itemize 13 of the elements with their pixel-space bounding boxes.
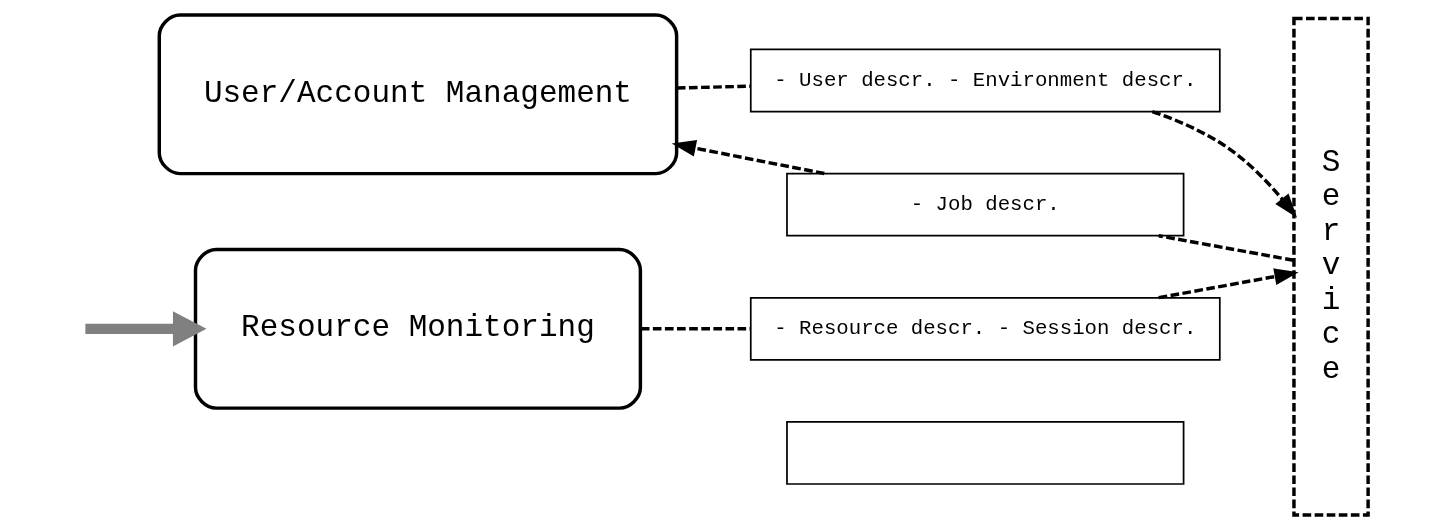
node-box: - Resource descr. - Session descr.	[749, 296, 1221, 361]
node-box: Resource Monitoring	[193, 247, 642, 410]
node-box	[785, 421, 1184, 485]
arrow	[671, 139, 825, 176]
node-box: Service	[1291, 16, 1370, 517]
arrow	[84, 311, 206, 347]
connector	[676, 84, 750, 90]
arrow	[1151, 109, 1297, 218]
node-box: - User descr. - Environment descr.	[749, 48, 1221, 113]
connector	[1157, 234, 1294, 262]
arrow	[1157, 268, 1299, 300]
node-box: - Job descr.	[785, 172, 1184, 237]
node-box: User/Account Management	[157, 13, 678, 176]
